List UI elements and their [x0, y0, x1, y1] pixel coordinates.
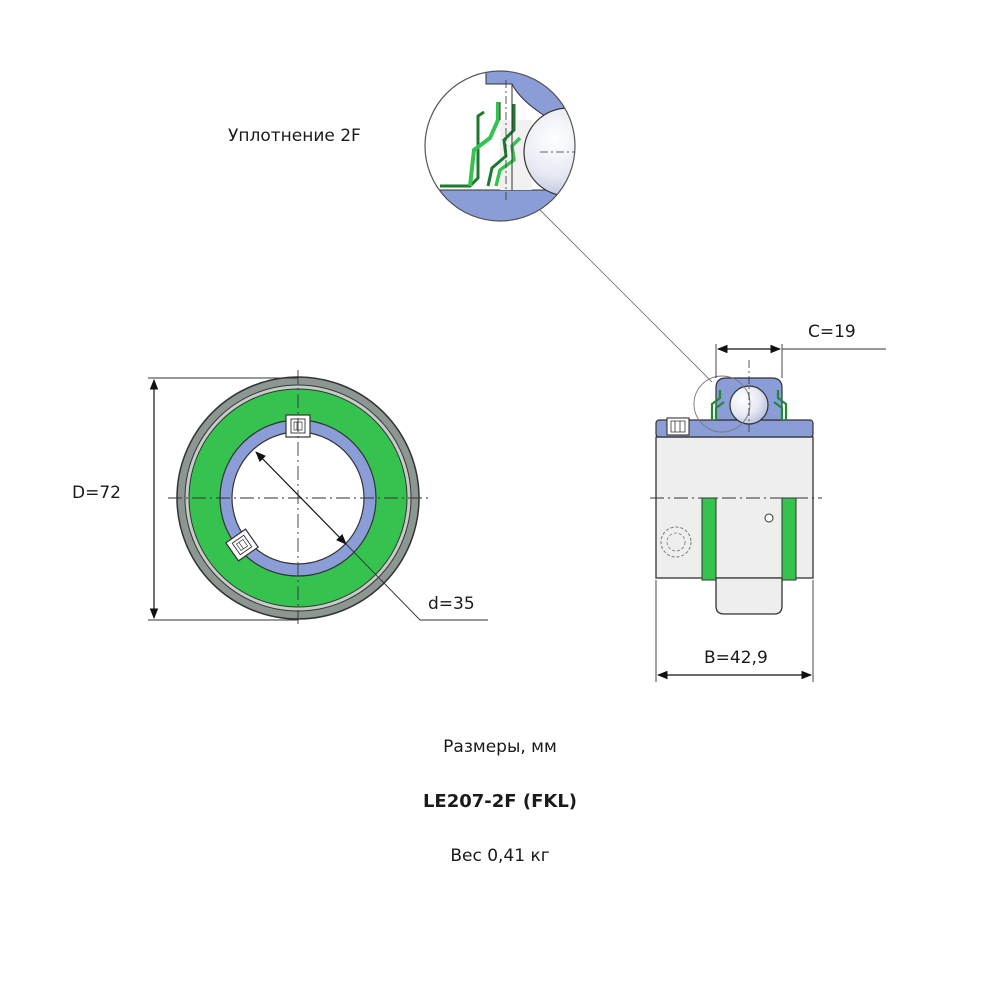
- hidden-screw-hole: [660, 526, 692, 558]
- side-view: [650, 344, 886, 682]
- dim-d-leader: [345, 543, 488, 621]
- front-view: [148, 370, 488, 628]
- width-c-label: C=19: [808, 322, 856, 342]
- bore-diameter-label: d=35: [428, 594, 475, 614]
- lower-outer-ring: [715, 577, 783, 615]
- outer-diameter-label: D=72: [72, 483, 121, 503]
- width-b-label: B=42,9: [704, 648, 768, 668]
- dim-d-line: [255, 451, 347, 545]
- seal-detail-label: Уплотнение 2F: [228, 126, 361, 146]
- seal-detail: [424, 70, 576, 222]
- upper-seal-left: [710, 390, 725, 420]
- upper-seal-right: [773, 390, 788, 420]
- lube-hole: [764, 513, 774, 523]
- model-title: LE207-2F (FKL): [422, 791, 578, 812]
- detail-marker-circle: [693, 375, 751, 433]
- units-caption: Размеры, мм: [443, 737, 557, 757]
- weight-caption: Вес 0,41 кг: [450, 846, 550, 866]
- detail-leader-line: [539, 209, 713, 383]
- side-set-screw: [666, 417, 690, 436]
- detail-circle-outline: [424, 70, 576, 222]
- set-screw-left: [225, 528, 259, 562]
- lower-seal-right: [781, 497, 797, 581]
- lower-seal-left: [701, 497, 717, 581]
